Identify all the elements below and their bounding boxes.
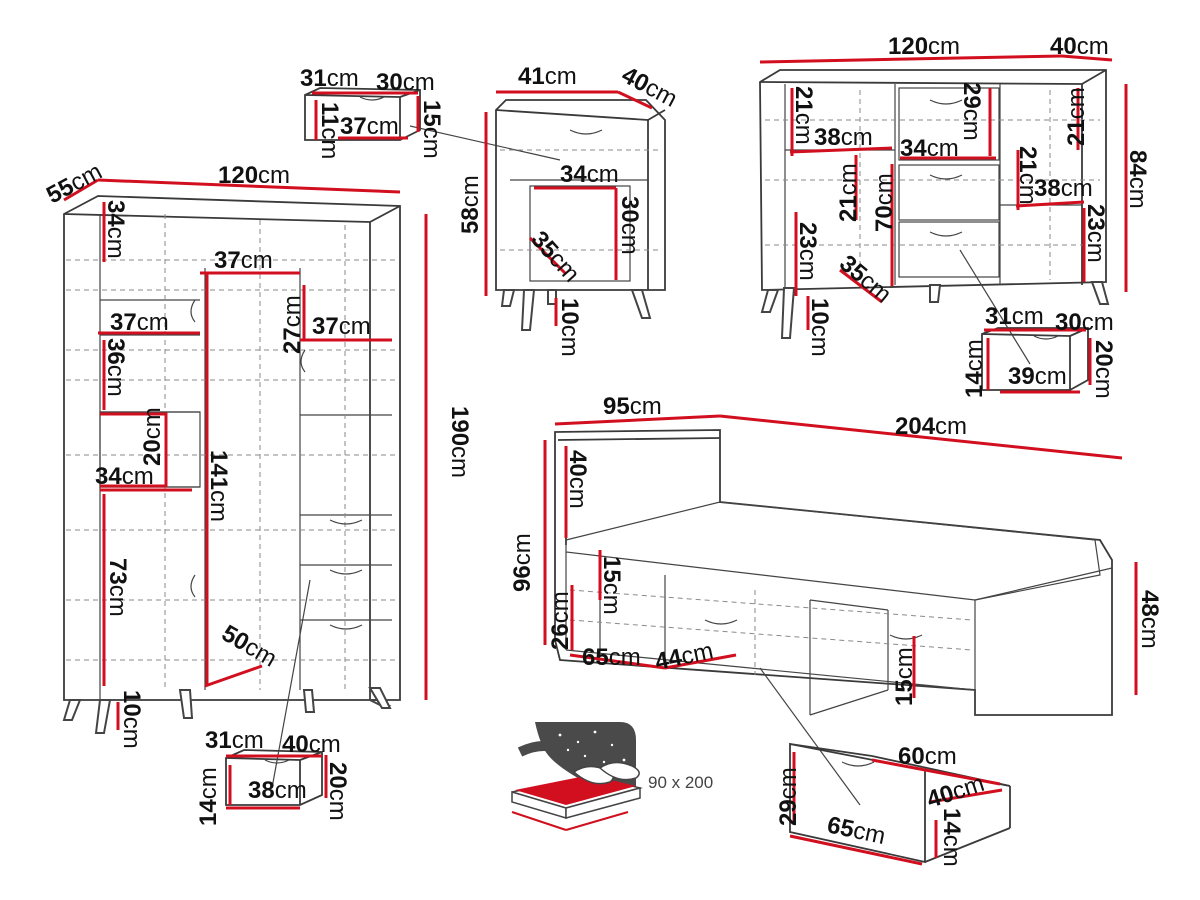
wardrobe-niche-height: 20cm bbox=[139, 407, 166, 466]
nightstand-inner-height: 30cm bbox=[616, 196, 643, 255]
wardrobe-height: 190cm bbox=[446, 406, 473, 478]
mattress-icon bbox=[511, 722, 643, 831]
sideboard-drawer-width: 34cm bbox=[900, 135, 959, 162]
sideboard-drawer bbox=[959, 249, 1092, 394]
bed-compartment-a: 65cm bbox=[582, 644, 641, 671]
sideboard-left-mid: 21cm bbox=[835, 163, 862, 222]
sideboard-bottom-left: 23cm bbox=[794, 222, 821, 281]
wardrobe-depth: 55cm bbox=[42, 158, 107, 209]
small-drawer-width: 31cm bbox=[300, 65, 359, 92]
bed-compartment-b: 44cm bbox=[653, 637, 716, 676]
sideboard bbox=[759, 69, 1110, 339]
bed-drawer-height: 29cm bbox=[775, 767, 802, 826]
nightstand-width: 41cm bbox=[518, 63, 577, 90]
wardrobe-drawer-width: 31cm bbox=[205, 727, 264, 754]
nightstand-height: 58cm bbox=[457, 175, 484, 234]
sideboard-drawer-depth: 30cm bbox=[1055, 309, 1114, 336]
bed-side-height: 48cm bbox=[1136, 590, 1163, 649]
wardrobe-shelf-left: 37cm bbox=[110, 309, 169, 336]
nightstand-dimension-lines bbox=[484, 90, 653, 326]
bed bbox=[554, 429, 1113, 806]
bed-drawer bbox=[789, 742, 1011, 866]
nightstand-legs: 10cm bbox=[556, 298, 583, 357]
wardrobe-middle-compartment: 37cm bbox=[214, 247, 273, 274]
sideboard-top-left: 21cm bbox=[790, 86, 817, 145]
wardrobe-inner-depth: 50cm bbox=[217, 620, 281, 673]
bed-mattress-gap: 15cm bbox=[598, 556, 625, 615]
nightstand-inner-depth: 35cm bbox=[526, 226, 585, 288]
nightstand bbox=[495, 99, 666, 331]
bed-drawer-depth: 60cm bbox=[898, 743, 957, 770]
wardrobe-right-shelf: 37cm bbox=[312, 313, 371, 340]
bed-length: 204cm bbox=[895, 413, 967, 440]
mattress-size: 90 x 200 bbox=[648, 773, 713, 792]
bed-drawer-inner-height: 14cm bbox=[938, 808, 965, 867]
small-drawer-outer-height: 15cm bbox=[418, 100, 445, 159]
sideboard-right-shelf: 38cm bbox=[1034, 175, 1093, 202]
sideboard-bottom-right: 23cm bbox=[1082, 204, 1109, 263]
sideboard-dimension-lines bbox=[759, 54, 1128, 330]
small-drawer-height: 11cm bbox=[316, 102, 343, 159]
wardrobe-niche-width: 34cm bbox=[95, 463, 154, 490]
bed-height: 96cm bbox=[509, 533, 536, 592]
sideboard-drawer-width: 31cm bbox=[985, 303, 1044, 330]
sideboard-drawer-inner-width: 39cm bbox=[1008, 363, 1067, 390]
sideboard-center: 70cm bbox=[871, 173, 898, 232]
wardrobe-dimension-lines bbox=[63, 178, 428, 730]
wardrobe-drawer-inner-width: 38cm bbox=[248, 777, 307, 804]
wardrobe-width: 120cm bbox=[218, 162, 290, 189]
bed-base: 26cm bbox=[547, 591, 574, 650]
wardrobe-right-gap: 27cm bbox=[279, 295, 306, 354]
nightstand-inner-width: 34cm bbox=[560, 161, 619, 188]
sideboard-drawer-outer-height: 20cm bbox=[1090, 340, 1117, 399]
wardrobe-hanging-height: 141cm bbox=[205, 450, 232, 522]
bed-headboard: 40cm bbox=[564, 450, 591, 509]
sideboard-drawer-height: 14cm bbox=[961, 339, 988, 398]
sideboard-depth: 40cm bbox=[1050, 33, 1109, 60]
wardrobe-top-shelf: 34cm bbox=[102, 200, 129, 259]
wardrobe-drawer-height: 14cm bbox=[195, 767, 222, 826]
sideboard-legs: 10cm bbox=[806, 298, 833, 357]
sideboard-height: 84cm bbox=[1124, 150, 1151, 209]
bed-width: 95cm bbox=[603, 393, 662, 420]
bed-drawer-width: 65cm bbox=[825, 811, 888, 850]
bed-dimension-lines bbox=[543, 414, 1138, 698]
wardrobe-drawer-outer-height: 20cm bbox=[324, 762, 351, 821]
small-drawer-depth: 30cm bbox=[376, 69, 435, 96]
sideboard-right-mid: 21cm bbox=[1014, 146, 1041, 205]
wardrobe-left-compartment: 36cm bbox=[102, 338, 129, 397]
sideboard-width: 120cm bbox=[888, 33, 960, 60]
sideboard-top-shelf-left: 38cm bbox=[814, 124, 873, 151]
wardrobe-drawer-depth: 40cm bbox=[282, 731, 341, 758]
sideboard-inner-depth: 35cm bbox=[834, 250, 896, 308]
wardrobe-legs: 10cm bbox=[118, 690, 145, 749]
small-drawer-inner-width: 37cm bbox=[340, 113, 399, 140]
wardrobe-drawer bbox=[225, 579, 328, 810]
sideboard-top-drawer: 29cm bbox=[958, 82, 985, 141]
bed-drawer-height: 15cm bbox=[891, 647, 918, 706]
sideboard-top-right: 21cm bbox=[1063, 87, 1090, 146]
wardrobe-lower-left: 73cm bbox=[104, 558, 131, 617]
